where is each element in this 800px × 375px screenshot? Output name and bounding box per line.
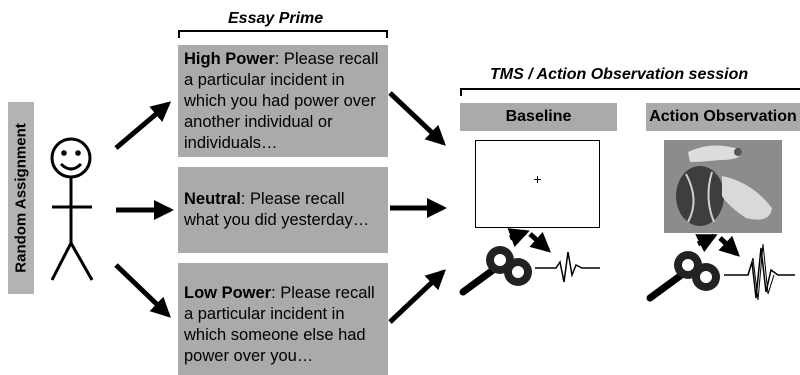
high-power-label: High Power: [184, 50, 275, 68]
low-power-label: Low Power: [184, 284, 272, 302]
baseline-mep-waveform: [535, 251, 600, 283]
neutral-prime-box: Neutral: Please recall what you did yest…: [178, 167, 388, 253]
low-power-text: : Please recall a particular incident in…: [184, 284, 375, 365]
essay-prime-title: Essay Prime: [228, 10, 324, 27]
arrow-to-low-power: [114, 263, 171, 318]
high-power-text: : Please recall a particular incident in…: [184, 50, 379, 152]
neutral-text: : Please recall what you did yesterday…: [184, 190, 370, 229]
baseline-fixation-screen: +: [475, 140, 600, 228]
baseline-box: Baseline: [460, 103, 617, 131]
baseline-tms-coil-icon: [459, 228, 551, 296]
neutral-label: Neutral: [184, 190, 241, 208]
action-observation-box: Action Observation: [646, 103, 800, 131]
assignment-arrows: [114, 101, 174, 318]
high-power-prime-box: High Power: Please recall a particular i…: [178, 45, 388, 157]
action-mep-waveform: [724, 247, 795, 299]
arrow-low-to-session: [388, 269, 446, 324]
stick-figure-icon: [50, 137, 94, 281]
random-assignment-bar: Random Assignment: [8, 102, 34, 294]
essay-prime-bracket: [178, 30, 388, 38]
session-arrows: [388, 91, 447, 324]
arrow-high-to-session: [388, 91, 446, 146]
fixation-cross: +: [533, 170, 542, 187]
session-title: TMS / Action Observation session: [490, 66, 749, 83]
low-power-prime-box: Low Power: Please recall a particular in…: [178, 263, 388, 375]
hand-grasp-image: [664, 140, 782, 233]
session-bracket: [460, 88, 800, 96]
arrow-to-high-power: [114, 101, 172, 150]
action-tms-coil-icon: [646, 233, 740, 302]
